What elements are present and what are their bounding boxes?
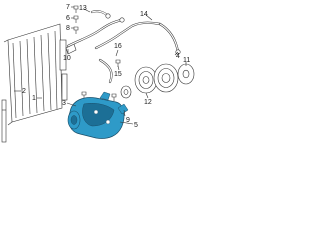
clutch-pulley: [120, 63, 195, 99]
callout-14: 14: [140, 11, 148, 18]
parts-diagram: 1 2 3 4 5 6 7 8 9 10 11 12 13 14 15 16: [1, 4, 195, 143]
bolts: [73, 5, 121, 101]
callouts: 1 2 3 4 5 6 7 8 9 10 11 12 13 14 15 16: [22, 4, 190, 129]
callout-11: 11: [183, 57, 190, 64]
callout-2: 2: [22, 88, 26, 95]
callout-6: 6: [66, 15, 70, 22]
callout-10: 10: [63, 55, 71, 62]
callout-5: 5: [134, 122, 138, 129]
callout-12: 12: [144, 99, 152, 106]
callout-15: 15: [114, 71, 122, 78]
callout-1: 1: [32, 95, 36, 102]
callout-16: 16: [114, 43, 122, 50]
callout-3: 3: [62, 100, 66, 107]
callout-9: 9: [126, 117, 130, 124]
leader-lines: [14, 6, 187, 125]
callout-4: 4: [176, 53, 180, 60]
drier-bottle: [1, 99, 7, 143]
condenser: [3, 23, 68, 126]
callout-13: 13: [79, 5, 87, 12]
ac-compressor: [67, 91, 129, 139]
callout-7: 7: [66, 4, 70, 11]
refrigerant-hose-lines: [66, 10, 181, 84]
callout-8: 8: [66, 25, 70, 32]
